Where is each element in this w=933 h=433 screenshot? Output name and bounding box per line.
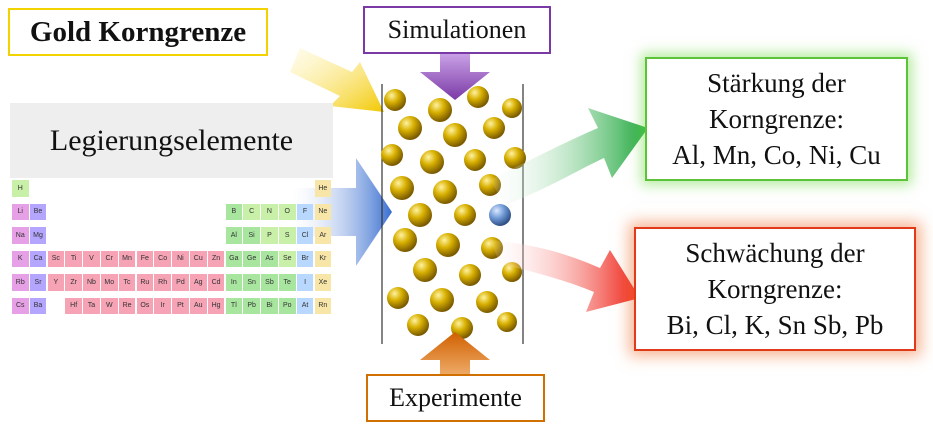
element-ti: Ti [65,250,82,267]
strengthening-line-2: Korngrenze: [709,104,844,134]
element-at: At [296,297,314,314]
element-au: Au [190,297,207,314]
experiment-label: Experimente [389,383,522,412]
element-o: O [279,203,296,220]
element-cs: Cs [12,297,29,314]
element-bi: Bi [261,297,278,314]
element-hg: Hg [207,297,225,314]
element-cl: Cl [296,227,314,244]
element-po: Po [279,297,296,314]
simulation-label: Simulationen [387,15,527,44]
element-re: Re [118,297,136,314]
element-rb: Rb [12,274,29,291]
yellow-arrow-icon [290,48,384,112]
element-ru: Ru [136,274,154,291]
element-ga: Ga [225,250,243,267]
element-n: N [261,203,278,220]
solute-atom [489,204,511,226]
blue-arrow-right-icon [292,158,392,266]
alloy-elements-header: Legierungselemente [10,103,333,178]
element-f: F [296,203,314,220]
title-text: Gold Korngrenze [29,15,247,48]
element-v: V [83,250,100,267]
element-sc: Sc [47,250,65,267]
element-pd: Pd [172,274,189,291]
element-hf: Hf [65,297,82,314]
title-box: Gold Korngrenze [8,8,268,56]
element-co: Co [154,250,171,267]
element-se: Se [279,250,296,267]
weakening-elements: Bi, Cl, K, Sn Sb, Pb [666,310,884,340]
weakening-box: Schwächung der Korngrenze: Bi, Cl, K, Sn… [634,227,916,351]
element-zn: Zn [207,250,225,267]
element-ni: Ni [172,250,189,267]
element-xe: Xe [314,274,332,291]
alloy-header-text: Legierungselemente [49,123,294,157]
element-as: As [261,250,278,267]
element-tc: Tc [118,274,136,291]
element-na: Na [12,227,29,244]
element-ar: Ar [314,227,332,244]
element-b: B [225,203,243,220]
element-k: K [12,250,29,267]
experiment-box: Experimente [366,374,545,422]
element-li: Li [12,203,29,220]
element-nb: Nb [83,274,100,291]
element-w: W [101,297,118,314]
element-ca: Ca [29,250,47,267]
element-p: P [261,227,278,244]
red-arrow-icon [490,240,640,312]
element-si: Si [243,227,260,244]
strengthening-line-1: Stärkung der [707,68,846,98]
element-ne: Ne [314,203,332,220]
element-kr: Kr [314,250,332,267]
element-in: In [225,274,243,291]
element-sr: Sr [29,274,47,291]
element-pb: Pb [243,297,260,314]
weakening-line-2: Korngrenze: [707,274,843,304]
element-ag: Ag [190,274,207,291]
element-be: Be [29,203,47,220]
strengthening-box: Stärkung der Korngrenze: Al, Mn, Co, Ni,… [645,57,908,181]
element-zr: Zr [65,274,82,291]
element-cd: Cd [207,274,225,291]
element-al: Al [225,227,243,244]
element-rn: Rn [314,297,332,314]
element-te: Te [279,274,296,291]
orange-arrow-up-icon [420,332,490,378]
simulation-box: Simulationen [363,6,551,54]
element-mg: Mg [29,227,47,244]
element-he: He [314,180,332,197]
element-mo: Mo [101,274,118,291]
element-br: Br [296,250,314,267]
gold-atom-structure [381,86,526,339]
element-y: Y [47,274,65,291]
element-pt: Pt [172,297,189,314]
element-rh: Rh [154,274,171,291]
element-sn: Sn [243,274,260,291]
element-c: C [243,203,260,220]
green-arrow-icon [490,108,648,205]
element-ta: Ta [83,297,100,314]
element-ir: Ir [154,297,171,314]
element-s: S [279,227,296,244]
purple-arrow-down-icon [420,54,490,100]
element-cr: Cr [101,250,118,267]
element-h: H [12,180,29,197]
element-cu: Cu [190,250,207,267]
element-tl: Tl [225,297,243,314]
element-i: I [296,274,314,291]
weakening-line-1: Schwächung der [685,238,865,268]
element-os: Os [136,297,154,314]
element-ba: Ba [29,297,47,314]
strengthening-elements: Al, Mn, Co, Ni, Cu [672,140,881,170]
element-sb: Sb [261,274,278,291]
element-mn: Mn [118,250,136,267]
element-fe: Fe [136,250,154,267]
element-ge: Ge [243,250,260,267]
